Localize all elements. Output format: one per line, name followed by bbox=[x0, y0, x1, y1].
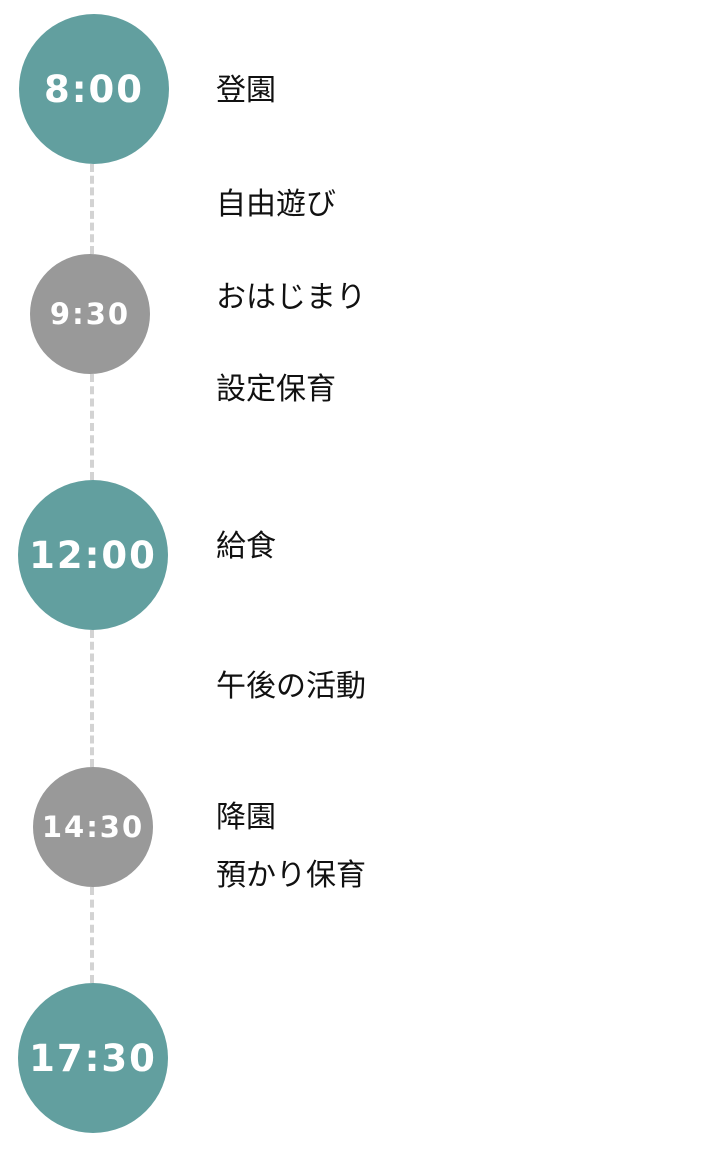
time-circle-0800: 8:00 bbox=[19, 14, 169, 164]
timeline-connector bbox=[90, 630, 94, 767]
timeline-connector bbox=[90, 887, 94, 983]
timeline-connector bbox=[90, 164, 94, 254]
activity-label: 自由遊び bbox=[216, 187, 336, 222]
time-label: 9:30 bbox=[49, 297, 131, 331]
timeline-connector bbox=[90, 374, 94, 480]
activity-label: 降園 bbox=[216, 800, 276, 835]
time-circle-1730: 17:30 bbox=[18, 983, 168, 1133]
time-label: 8:00 bbox=[43, 67, 145, 111]
time-circle-0930: 9:30 bbox=[30, 254, 150, 374]
activity-label: 給食 bbox=[216, 529, 276, 564]
time-circle-1200: 12:00 bbox=[18, 480, 168, 630]
activity-label: 登園 bbox=[216, 73, 276, 108]
time-circle-1430: 14:30 bbox=[33, 767, 153, 887]
activity-label: 預かり保育 bbox=[216, 858, 366, 893]
time-label: 12:00 bbox=[29, 533, 157, 577]
activity-label: 午後の活動 bbox=[216, 669, 366, 704]
time-label: 14:30 bbox=[41, 810, 145, 844]
activity-label: 設定保育 bbox=[216, 372, 336, 407]
activity-label: おはじまり bbox=[216, 280, 366, 315]
time-label: 17:30 bbox=[29, 1036, 157, 1080]
